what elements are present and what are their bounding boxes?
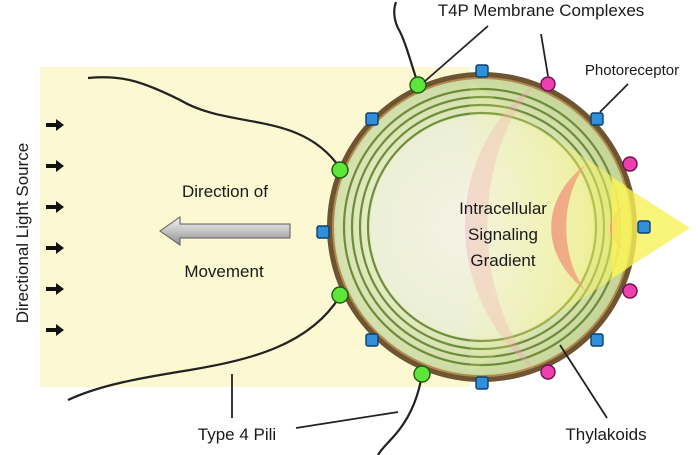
direction-label-line1: Direction of (182, 182, 268, 201)
photoreceptor-square (590, 112, 604, 126)
t4p-complexes-label: T4P Membrane Complexes (438, 1, 645, 20)
photoreceptor-square (365, 112, 379, 126)
pilus-bottom (377, 373, 424, 455)
light-beam (470, 82, 632, 372)
photoreceptor-label: Photoreceptor (585, 62, 679, 79)
pili-callout-line-2 (295, 411, 399, 429)
arrow-right-icon (46, 242, 64, 254)
photoreceptor-square (316, 225, 330, 239)
arrow-right-icon (46, 201, 64, 213)
photoreceptor-circle (540, 364, 556, 380)
pilus-top (393, 1, 420, 85)
arrow-right-icon (46, 119, 64, 131)
photoreceptor-callout-line (599, 83, 629, 113)
pilus-upper (87, 76, 341, 169)
photoreceptor-square (365, 333, 379, 347)
signal-label-line2: Signaling (468, 225, 538, 244)
signal-label-line3: Gradient (470, 251, 535, 270)
photoreceptors-blue (316, 64, 651, 390)
t4p-callout-line-2 (540, 33, 549, 77)
arrow-right-icon (46, 324, 64, 336)
photoreceptor-square (637, 220, 651, 234)
arrow-right-icon (46, 160, 64, 172)
pilus-lower (67, 295, 341, 401)
photoreceptor-circle (622, 283, 638, 299)
t4p-callout-line (423, 25, 489, 83)
photoreceptor-circle (540, 76, 556, 92)
thylakoids-label: Thylakoids (565, 425, 646, 444)
light-arrows (46, 119, 64, 336)
photoreceptor-square (475, 64, 489, 78)
t4p-complex (413, 365, 431, 383)
photoreceptor-square (475, 376, 489, 390)
t4p-complex (409, 76, 427, 94)
photoreceptors-pink (540, 76, 638, 380)
pili-label: Type 4 Pili (198, 425, 276, 444)
t4p-complex (331, 161, 349, 179)
t4p-complex (331, 286, 349, 304)
photoreceptor-square (590, 333, 604, 347)
thylakoids-callout-line (559, 344, 608, 419)
photoreceptor-circle (622, 156, 638, 172)
light-source-label: Directional Light Source (13, 143, 32, 323)
t4p-complexes (331, 76, 431, 383)
signal-label-line1: Intracellular (459, 199, 547, 218)
arrow-right-icon (46, 283, 64, 295)
cell (327, 72, 690, 382)
arrow-left-icon (159, 216, 291, 246)
direction-label-line2: Movement (184, 262, 264, 281)
